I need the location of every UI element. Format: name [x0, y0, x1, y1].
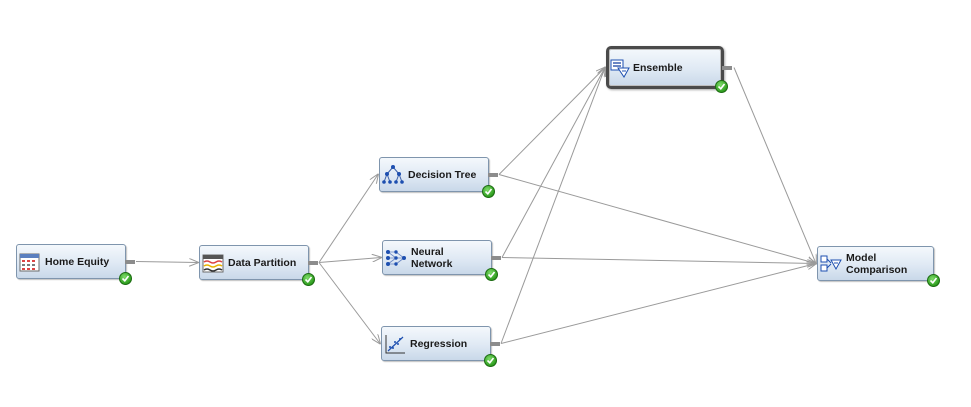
node-regression[interactable]: Regression [381, 326, 500, 367]
node-data-partition[interactable]: Data Partition [199, 245, 318, 286]
neural-network-icon [385, 247, 407, 269]
connection-home-equity-to-data-partition[interactable] [135, 262, 198, 263]
node-label: Regression [410, 337, 468, 350]
ensemble-icon [609, 57, 631, 79]
data-partition-icon [202, 252, 224, 274]
node-label: Home Equity [45, 255, 110, 268]
node-label: Data Partition [228, 256, 297, 269]
node-label: Model Comparison [846, 251, 908, 276]
run-completed-icon [119, 272, 132, 285]
data-source-icon [19, 251, 41, 273]
node-ensemble[interactable]: Ensemble [606, 46, 732, 93]
output-port[interactable] [125, 259, 135, 264]
connection-neural-network-to-model-comparison[interactable] [501, 257, 816, 264]
node-label: Neural Network [411, 245, 453, 270]
node-home-equity[interactable]: Home Equity [16, 244, 135, 285]
connection-neural-network-to-ensemble[interactable] [501, 68, 605, 258]
run-completed-icon [927, 274, 940, 287]
model-comparison-icon [820, 253, 842, 275]
node-model-comparison[interactable]: Model Comparison [817, 246, 940, 287]
run-completed-icon [302, 273, 315, 286]
connection-decision-tree-to-model-comparison[interactable] [498, 174, 816, 264]
regression-icon [384, 333, 406, 355]
output-port[interactable] [308, 260, 318, 265]
node-label: Decision Tree [408, 168, 477, 181]
node-label: Ensemble [633, 61, 683, 74]
connection-decision-tree-to-ensemble[interactable] [498, 68, 605, 175]
output-port[interactable] [488, 172, 498, 177]
connection-regression-to-ensemble[interactable] [500, 68, 605, 344]
connection-data-partition-to-decision-tree[interactable] [318, 175, 378, 263]
run-completed-icon [485, 268, 498, 281]
output-port[interactable] [490, 341, 500, 346]
run-completed-icon [482, 185, 495, 198]
output-port[interactable] [722, 65, 732, 70]
node-decision-tree[interactable]: Decision Tree [379, 157, 498, 198]
connection-regression-to-model-comparison[interactable] [500, 264, 816, 344]
connection-data-partition-to-regression[interactable] [318, 262, 380, 344]
run-completed-icon [715, 80, 728, 93]
decision-tree-icon [382, 164, 404, 186]
node-neural-network[interactable]: Neural Network [382, 240, 501, 281]
output-port[interactable] [491, 255, 501, 260]
connection-ensemble-to-model-comparison[interactable] [733, 67, 816, 264]
run-completed-icon [484, 354, 497, 367]
connection-data-partition-to-neural-network[interactable] [318, 258, 381, 263]
